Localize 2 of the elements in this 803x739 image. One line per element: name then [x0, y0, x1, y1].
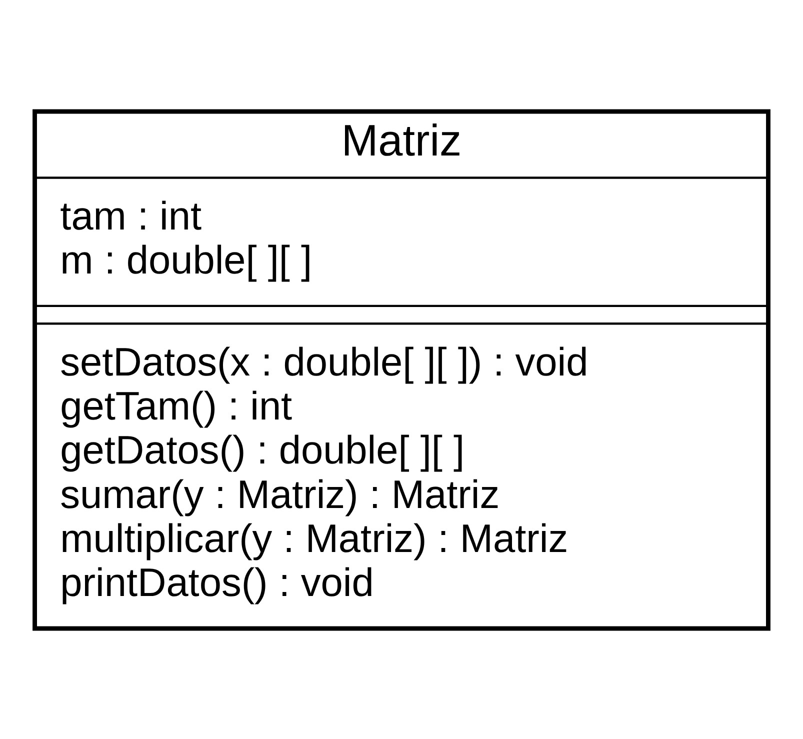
node-box: setDatos(x : double[ ][ ]) : void getTam() : int getDatos() : double[ ][ ] sumar(y : Matriz) : Matriz multiplicar(y : Matriz) : Matriz printDatos() : void [34, 322, 768, 630]
node-box: tam : int m : double[ ][ ] [34, 176, 768, 307]
